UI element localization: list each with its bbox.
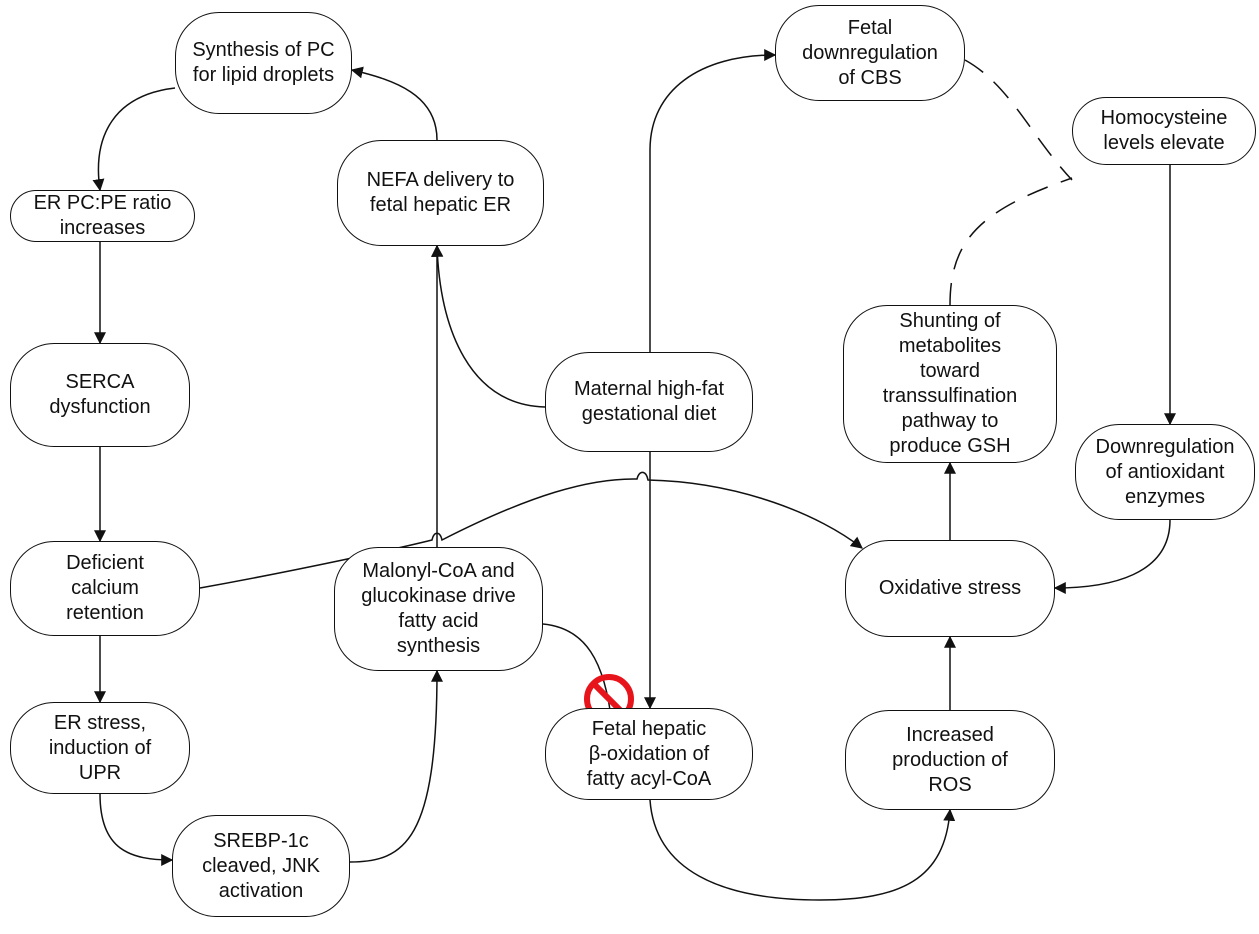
node-srebp-1c: SREBP-1c cleaved, JNK activation — [172, 815, 350, 917]
node-shunting-of-metabolites: Shunting of metabolites toward transsulf… — [843, 305, 1057, 463]
edge-maternal-to-cbs — [649, 49, 777, 352]
node-maternal-high-fat-diet: Maternal high-fat gestational diet — [545, 352, 753, 452]
edge-antioxidant-to-oxidative — [1053, 519, 1171, 594]
node-homocysteine-levels: Homocysteine levels elevate — [1072, 97, 1256, 165]
node-er-pc-pe-ratio: ER PC:PE ratio increases — [10, 190, 195, 242]
node-fetal-downregulation-cbs: Fetal downregulation of CBS — [775, 5, 965, 101]
node-synthesis-of-pc: Synthesis of PC for lipid droplets — [175, 12, 352, 114]
edge-srebp-to-malonyl — [349, 669, 443, 863]
edge-synthesis-to-er-ratio — [92, 87, 176, 192]
node-er-stress: ER stress, induction of UPR — [10, 702, 190, 794]
node-deficient-calcium-retention: Deficient calcium retention — [10, 541, 200, 636]
edge-er-stress-to-srebp — [99, 793, 174, 866]
edge-beta-oxidation-to-ros — [649, 799, 956, 901]
edge-shunting-to-homocysteine-dashed — [949, 177, 1073, 306]
node-nefa-delivery: NEFA delivery to fetal hepatic ER — [337, 140, 544, 246]
node-increased-ros: Increased production of ROS — [845, 710, 1055, 810]
node-downregulation-antioxidant: Downregulation of antioxidant enzymes — [1075, 424, 1255, 520]
node-serca-dysfunction: SERCA dysfunction — [10, 343, 190, 447]
edge-maternal-to-nefa — [431, 244, 546, 408]
node-oxidative-stress: Oxidative stress — [845, 540, 1055, 637]
node-fetal-hepatic-beta-oxidation: Fetal hepatic β-oxidation of fatty acyl-… — [545, 708, 753, 800]
node-malonyl-coa: Malonyl-CoA and glucokinase drive fatty … — [334, 547, 543, 671]
edge-cbs-to-homocysteine-dashed — [964, 59, 1073, 181]
edge-nefa-to-synthesis — [350, 66, 438, 141]
edge-malonyl-inhibits-beta-oxidation — [542, 623, 613, 726]
